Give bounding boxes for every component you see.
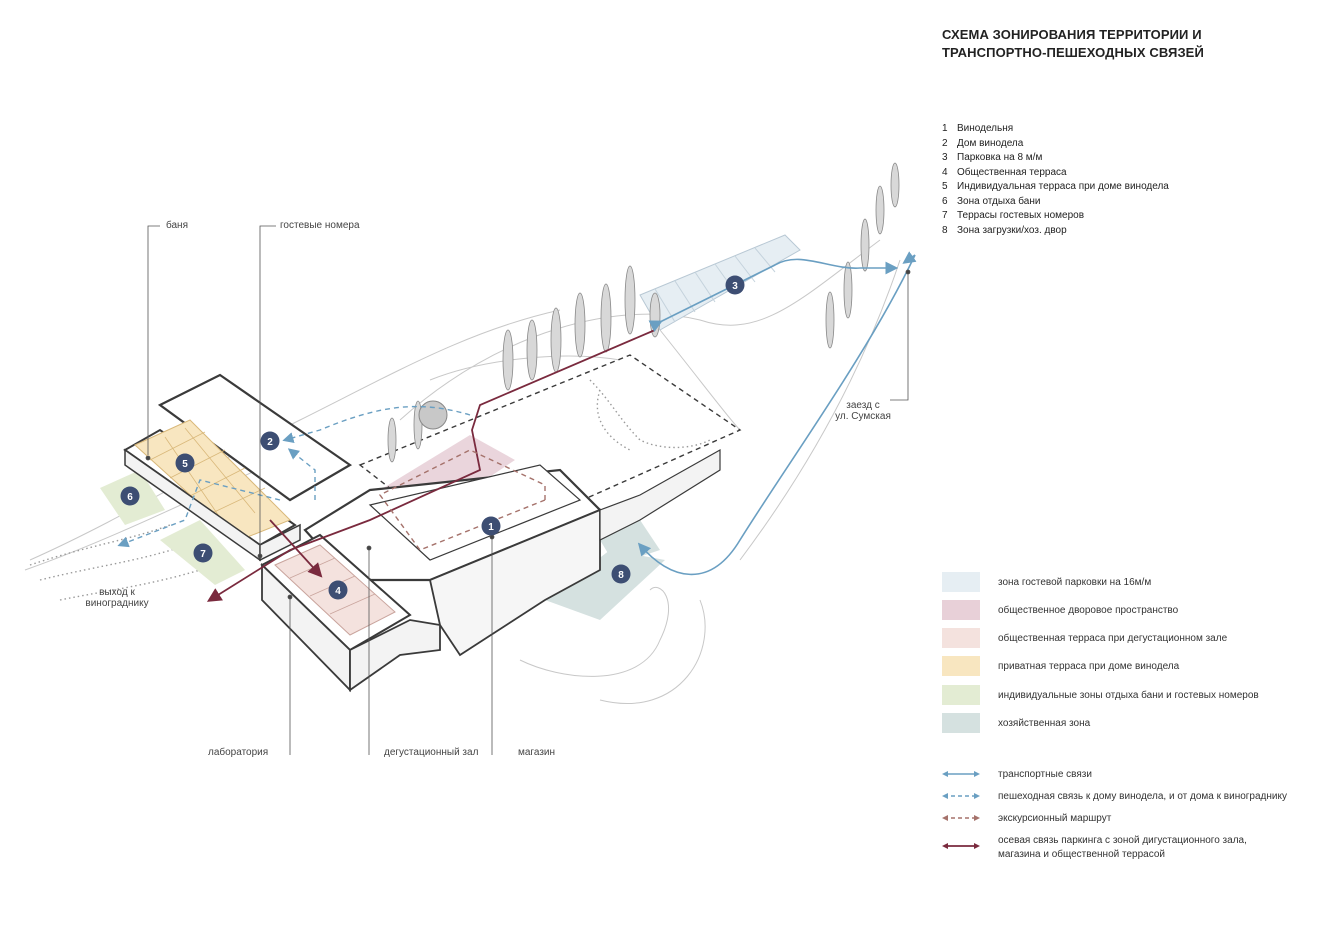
badge-8: 8 — [611, 564, 631, 584]
pedestrian-route-3 — [117, 479, 281, 548]
badge-4: 4 — [328, 580, 348, 600]
label-shop: магазин — [518, 747, 556, 758]
line-icon-excursion — [942, 815, 980, 821]
zone-label-private-terrace: приватная терраса при доме винодела — [998, 661, 1180, 672]
label-guest-rooms: гостевые номера — [280, 220, 360, 231]
winemaker-house-building — [123, 373, 353, 562]
pedestrian-route-2 — [287, 448, 316, 500]
excursion-route — [378, 449, 546, 551]
zone-label-parking: зона гостевой парковки на 16м/м — [998, 577, 1152, 588]
line-icon-pedestrian — [942, 793, 980, 799]
line-icon-transport — [942, 771, 980, 777]
svg-text:3: 3 — [732, 281, 738, 292]
zone-swatch-rest-zones — [942, 685, 980, 705]
zone-swatch-service — [942, 713, 980, 733]
axis-route-branch — [269, 519, 323, 578]
svg-text:1: 1 — [488, 522, 494, 533]
svg-text:6: 6 — [127, 492, 133, 503]
line-legend-icons — [942, 771, 980, 849]
service-zone — [545, 550, 665, 620]
line-icon-axis — [942, 843, 980, 849]
zone-swatch-private-terrace — [942, 656, 980, 676]
transport-route — [648, 258, 899, 332]
zone-label-service: хозяйственная зона — [998, 718, 1091, 729]
label-tasting-hall: дегустационный зал — [384, 747, 479, 758]
label-laboratory: лаборатория — [208, 747, 269, 758]
zone-label-public-terrace: общественная терраса при дегустационном … — [998, 633, 1228, 644]
svg-text:2: 2 — [267, 437, 273, 448]
dotted-trails — [29, 379, 711, 601]
badge-7: 7 — [193, 543, 213, 563]
cypress-trees — [387, 162, 900, 463]
svg-text:8: 8 — [618, 570, 624, 581]
badge-1: 1 — [481, 516, 501, 536]
diagram-title: СХЕМА ЗОНИРОВАНИЯ ТЕРРИТОРИИ И ТРАНСПОРТ… — [942, 27, 1204, 60]
svg-text:4: 4 — [335, 586, 341, 597]
zone-label-rest-zones: индивидуальные зоны отдыха бани и гостев… — [998, 690, 1259, 701]
transport-route-2 — [637, 254, 916, 576]
pedestrian-route — [282, 405, 471, 444]
parking-zone — [639, 234, 801, 331]
zone-label-courtyard: общественное дворовое пространство — [998, 605, 1179, 616]
round-tree — [418, 400, 448, 430]
badge-3: 3 — [725, 275, 745, 295]
zone-swatch-public-terrace — [942, 628, 980, 648]
zone-swatch-parking — [942, 572, 980, 592]
label-entry: заезд с ул. Сумская — [835, 400, 891, 422]
label-banya: баня — [166, 220, 188, 231]
label-exit: выход к винограднику — [85, 587, 149, 609]
line-label-transport: транспортные связи — [998, 769, 1092, 780]
badge-5: 5 — [175, 453, 195, 473]
transport-route-3 — [902, 251, 917, 264]
zone-swatch-courtyard — [942, 600, 980, 620]
svg-text:5: 5 — [182, 459, 188, 470]
site-zoning-diagram: 1 2 3 4 5 6 7 8 — [24, 162, 917, 755]
callout-leaders — [145, 225, 911, 755]
line-label-axis: осевая связь паркинга с зоной дигустацио… — [998, 835, 1247, 860]
line-label-excursion: экскурсионный маршрут — [998, 813, 1112, 824]
svg-text:7: 7 — [200, 549, 206, 560]
winery-building — [260, 448, 721, 693]
badge-6: 6 — [120, 486, 140, 506]
axis-route — [206, 329, 656, 602]
line-label-pedestrian: пешеходная связь к дому винодела, и от д… — [998, 791, 1287, 802]
badge-2: 2 — [260, 431, 280, 451]
